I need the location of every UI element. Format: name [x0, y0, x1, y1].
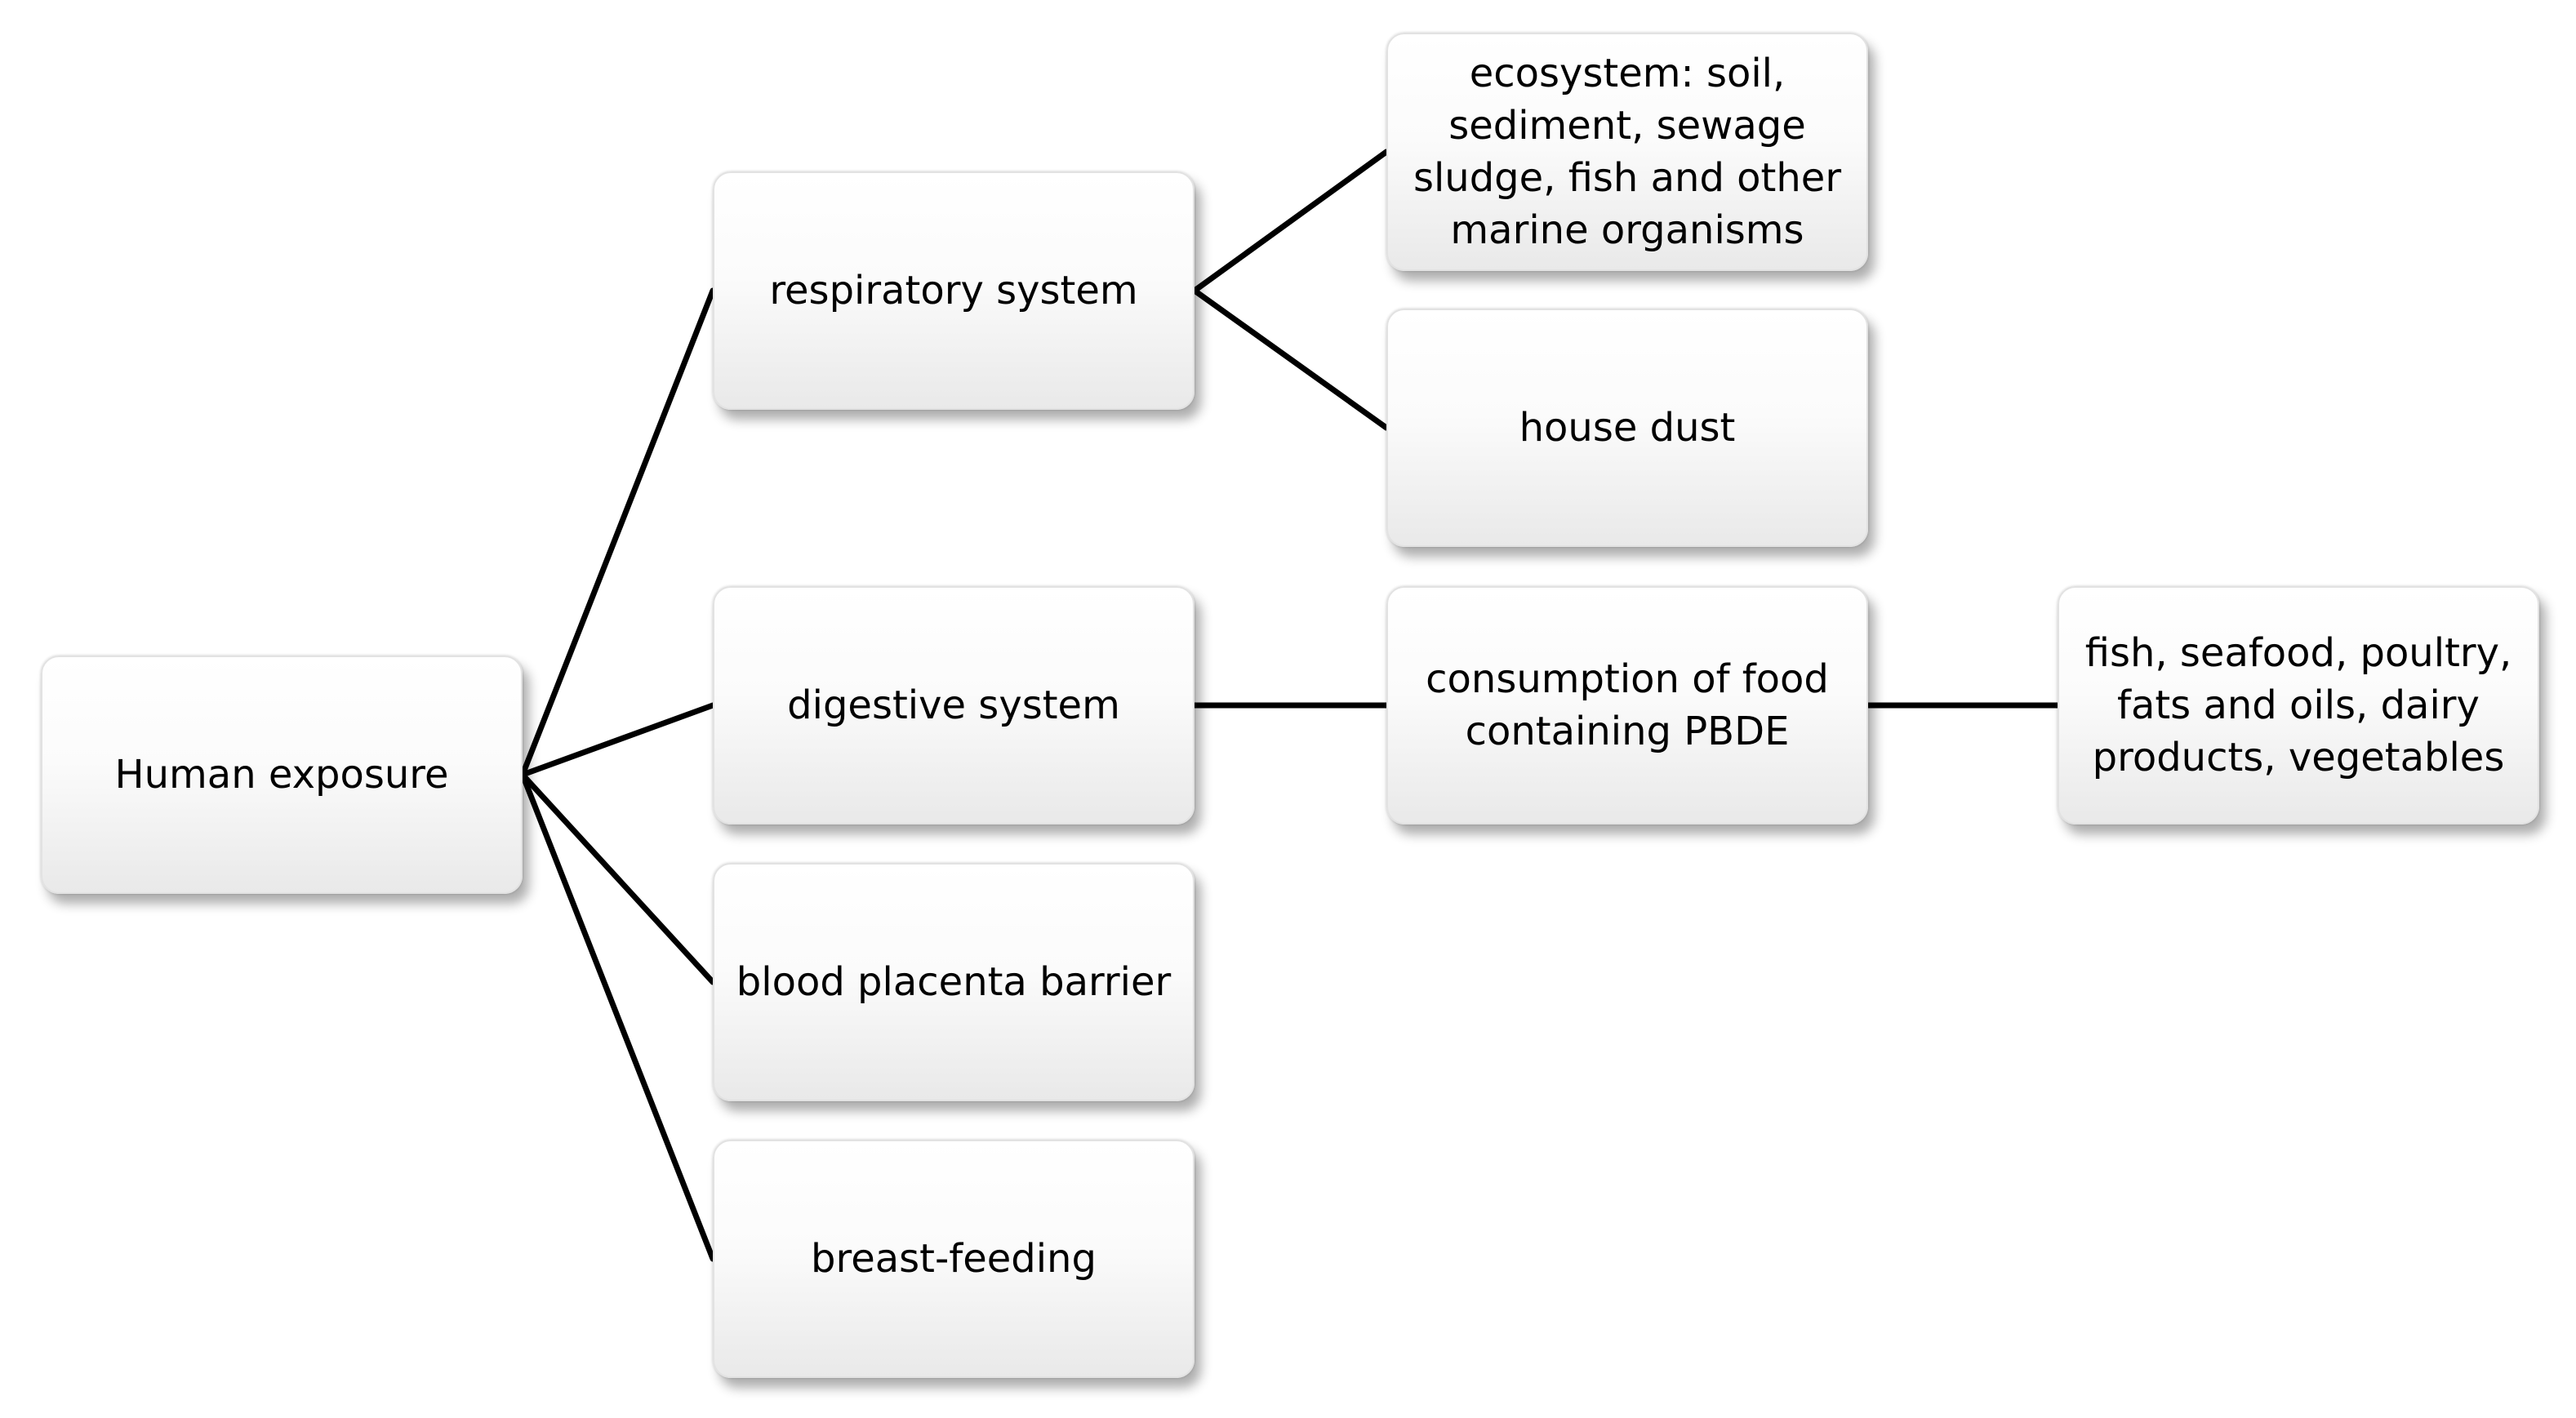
node-human-exposure-label: Human exposure	[114, 752, 449, 798]
node-house-dust: house dust	[1386, 309, 1868, 547]
connector-respiratory-to-ecosystem	[1191, 149, 1390, 294]
node-respiratory-system: respiratory system	[713, 171, 1195, 410]
node-human-exposure: Human exposure	[41, 656, 523, 894]
node-food-consumption: consumption of food containing PBDE	[1386, 586, 1868, 825]
connector-root-to-respiratory	[519, 287, 716, 778]
node-breast-feeding-label: breast-feeding	[811, 1236, 1097, 1282]
connector-root-to-digestive	[519, 702, 716, 778]
node-blood-placenta-barrier: blood placenta barrier	[713, 863, 1195, 1101]
node-blood-placenta-barrier-label: blood placenta barrier	[736, 959, 1172, 1005]
connector-root-to-placenta	[519, 771, 716, 985]
node-breast-feeding: breast-feeding	[713, 1140, 1195, 1378]
connector-respiratory-to-dust	[1191, 287, 1390, 431]
node-respiratory-system-label: respiratory system	[769, 268, 1138, 313]
node-food-types: fish, seafood, poultry, fats and oils, d…	[2058, 586, 2539, 825]
node-ecosystem: ecosystem: soil, sediment, sewage sludge…	[1386, 33, 1868, 271]
node-ecosystem-label: ecosystem: soil, sediment, sewage sludge…	[1413, 51, 1842, 253]
node-food-types-label: fish, seafood, poultry, fats and oils, d…	[2084, 630, 2512, 780]
node-digestive-system-label: digestive system	[787, 682, 1120, 728]
node-food-consumption-label: consumption of food containing PBDE	[1426, 656, 1829, 754]
node-digestive-system: digestive system	[713, 586, 1195, 825]
connector-root-to-breast	[519, 771, 716, 1262]
node-house-dust-label: house dust	[1519, 405, 1736, 451]
